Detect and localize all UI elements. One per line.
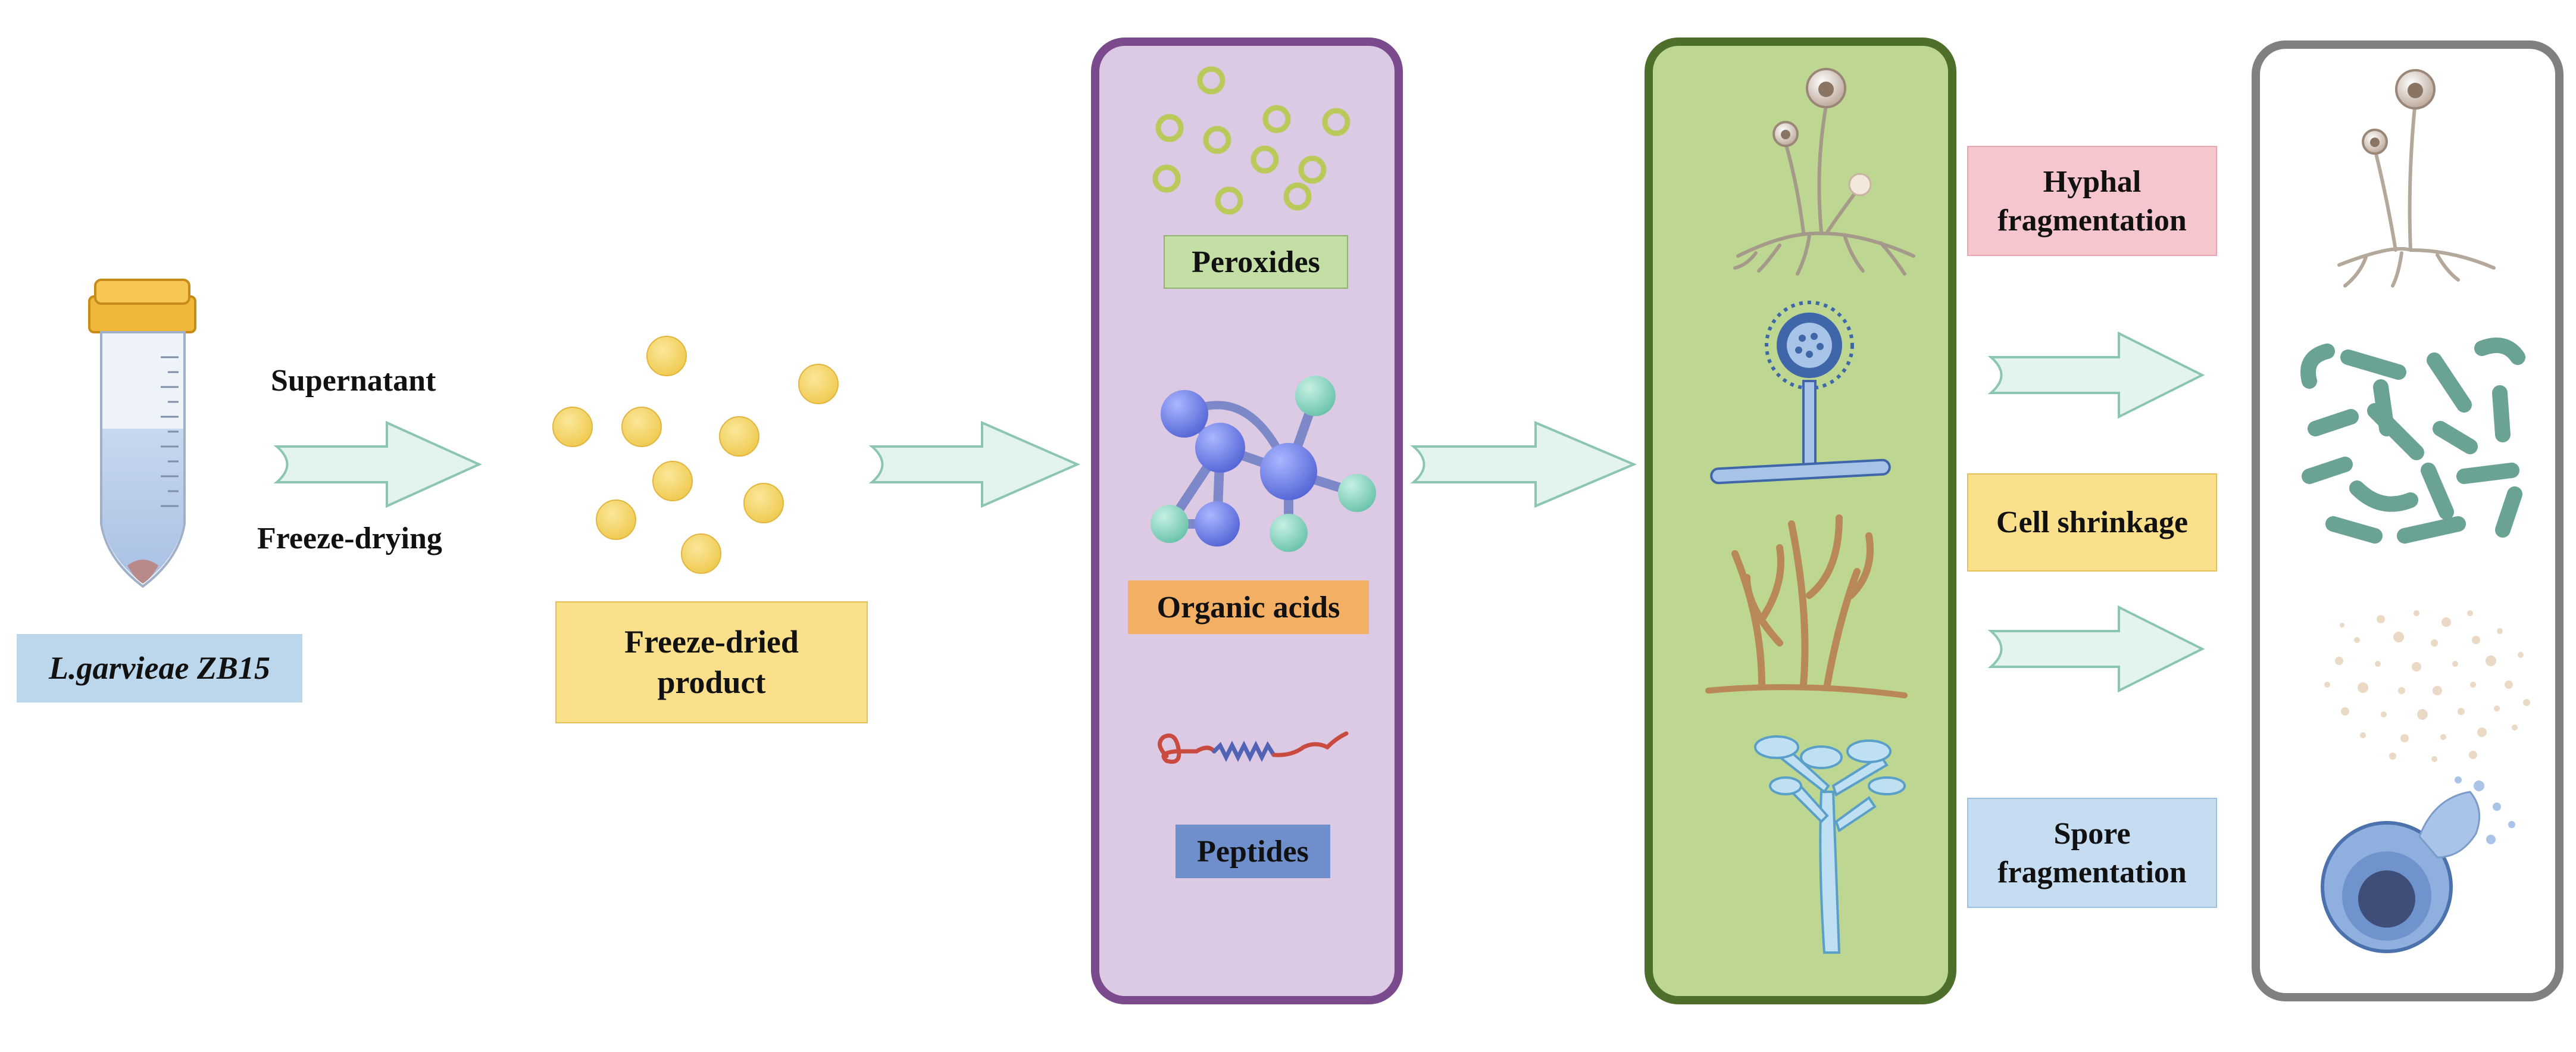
peptides-label-text: Peptides <box>1197 834 1309 869</box>
cell-shrinkage-label: Cell shrinkage <box>1967 473 2217 572</box>
organic-acid-molecule-icon <box>1151 376 1376 552</box>
freeze-drying-label: Freeze-drying <box>257 522 442 555</box>
branched-hyphae-icon <box>1705 514 1908 698</box>
freeze-dried-product-line1: Freeze-dried <box>624 624 799 660</box>
spore-fragmentation-line1: Spore <box>2053 816 2131 851</box>
organic-acids-label: Organic acids <box>1128 580 1369 634</box>
arrow-1-icon <box>273 420 482 508</box>
peroxides-label: Peroxides <box>1164 235 1348 289</box>
aspergillus-icon <box>1710 301 1891 485</box>
spore-fragmentation-line2: fragmentation <box>1997 855 2187 889</box>
arrow-5-icon <box>1987 605 2205 693</box>
freeze-dried-product-label: Freeze-dried product <box>555 601 868 723</box>
hyphal-fragmentation-line2: fragmentation <box>1997 203 2187 238</box>
strain-label: L.garvieae ZB15 <box>17 634 302 703</box>
peroxide-rings-icon <box>1152 66 1350 215</box>
cell-shrinkage-label-text: Cell shrinkage <box>1996 505 2189 539</box>
peptides-label: Peptides <box>1176 825 1330 878</box>
freeze-dried-particles-icon <box>552 336 839 574</box>
arrow-2-icon <box>868 420 1080 508</box>
arrow-4-icon <box>1987 331 2205 419</box>
arrow-3-icon <box>1410 420 1637 508</box>
shrunken-cells-icon <box>2324 610 2530 762</box>
fungi-panel <box>1645 38 1956 1004</box>
peptide-chain-icon <box>1158 731 1349 764</box>
freeze-dried-product-line2: product <box>657 664 766 700</box>
damaged-mold-icon <box>2337 69 2496 288</box>
spore-fragmentation-label: Spore fragmentation <box>1967 798 2217 908</box>
strain-label-text: L.garvieae ZB15 <box>49 650 270 686</box>
organic-acids-label-text: Organic acids <box>1156 590 1340 625</box>
ruptured-spore-icon <box>2321 776 2515 953</box>
hyphal-fragmentation-label: Hyphal fragmentation <box>1967 146 2217 256</box>
peroxides-label-text: Peroxides <box>1192 245 1320 279</box>
hyphal-fragments-icon <box>2300 338 2525 544</box>
penicillium-icon <box>1754 735 1906 954</box>
mold-sporangia-icon <box>1733 68 1915 276</box>
effects-panel <box>2252 40 2564 1001</box>
centrifuge-tube-icon <box>88 279 196 588</box>
supernatant-label: Supernatant <box>271 364 436 398</box>
hyphal-fragmentation-line1: Hyphal <box>2043 164 2142 199</box>
